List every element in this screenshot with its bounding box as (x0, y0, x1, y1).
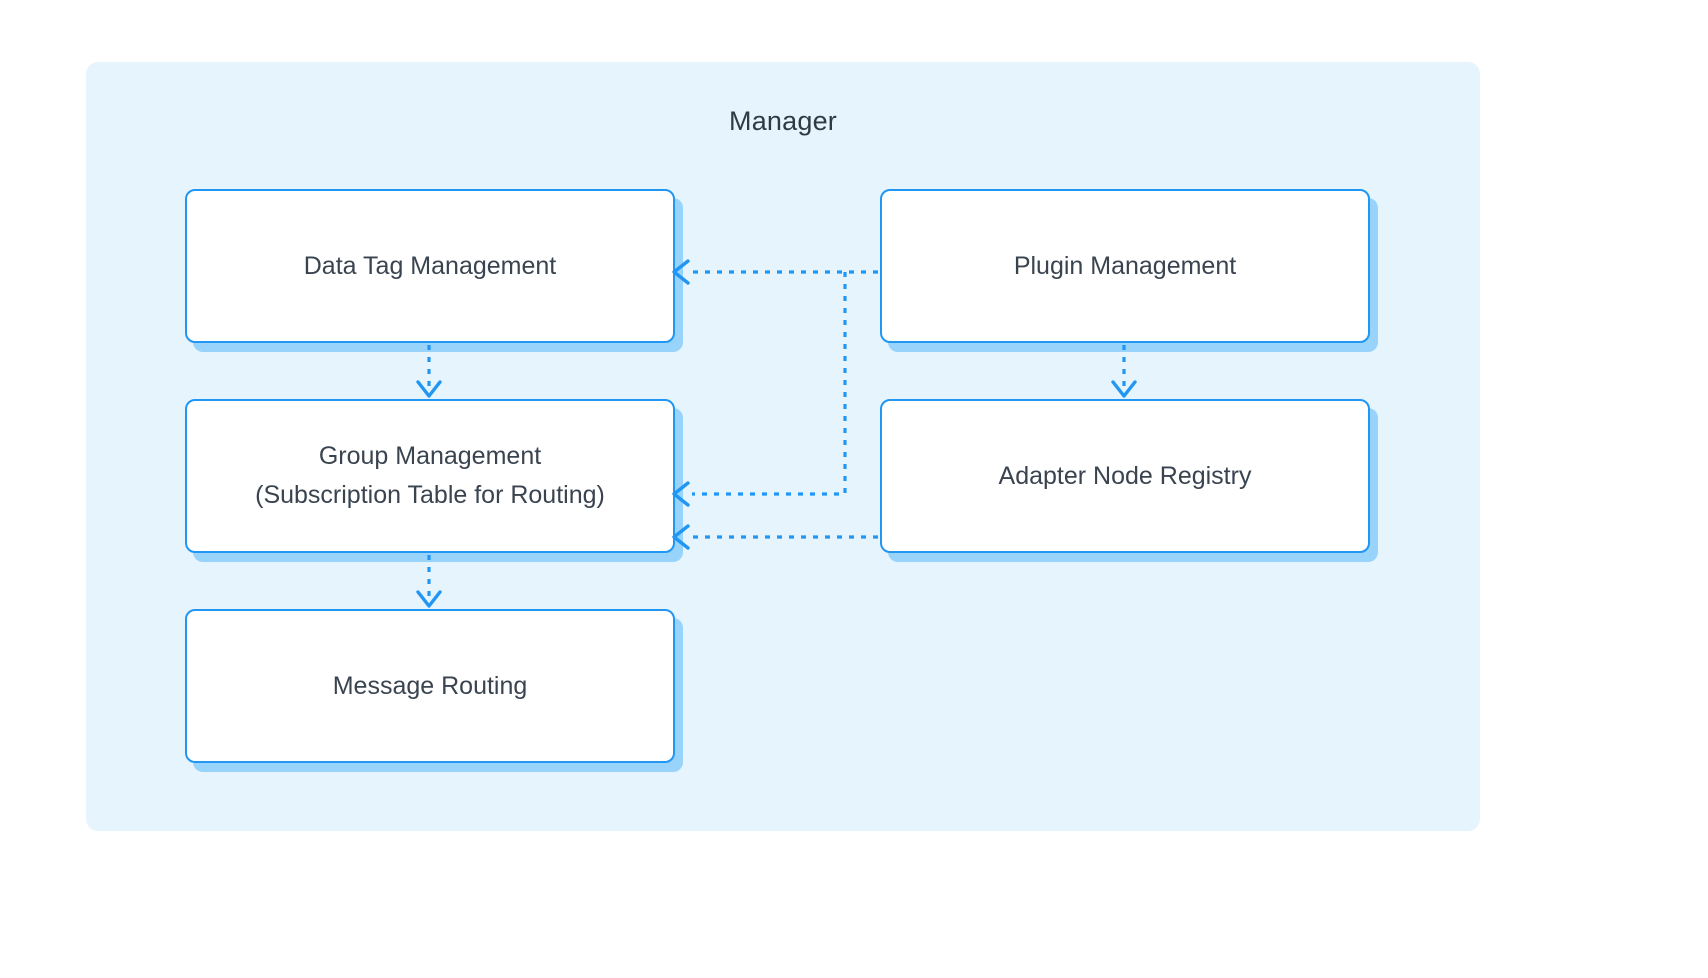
page-title: Manager (729, 106, 837, 136)
node-label: Plugin Management (1013, 251, 1237, 280)
node-adapter-node-registry[interactable]: Adapter Node Registry (880, 399, 1370, 553)
node-data-tag-management[interactable]: Data Tag Management (185, 189, 675, 343)
node-label: Data Tag Management (303, 251, 557, 280)
node-group-management[interactable]: Group Management (Subscription Table for… (185, 399, 675, 553)
node-message-routing[interactable]: Message Routing (185, 609, 675, 763)
node-label: Group Management (Subscription Table for… (255, 442, 605, 509)
node-label: Message Routing (332, 671, 528, 700)
node-label: Adapter Node Registry (998, 461, 1252, 490)
node-plugin-management[interactable]: Plugin Management (880, 189, 1370, 343)
